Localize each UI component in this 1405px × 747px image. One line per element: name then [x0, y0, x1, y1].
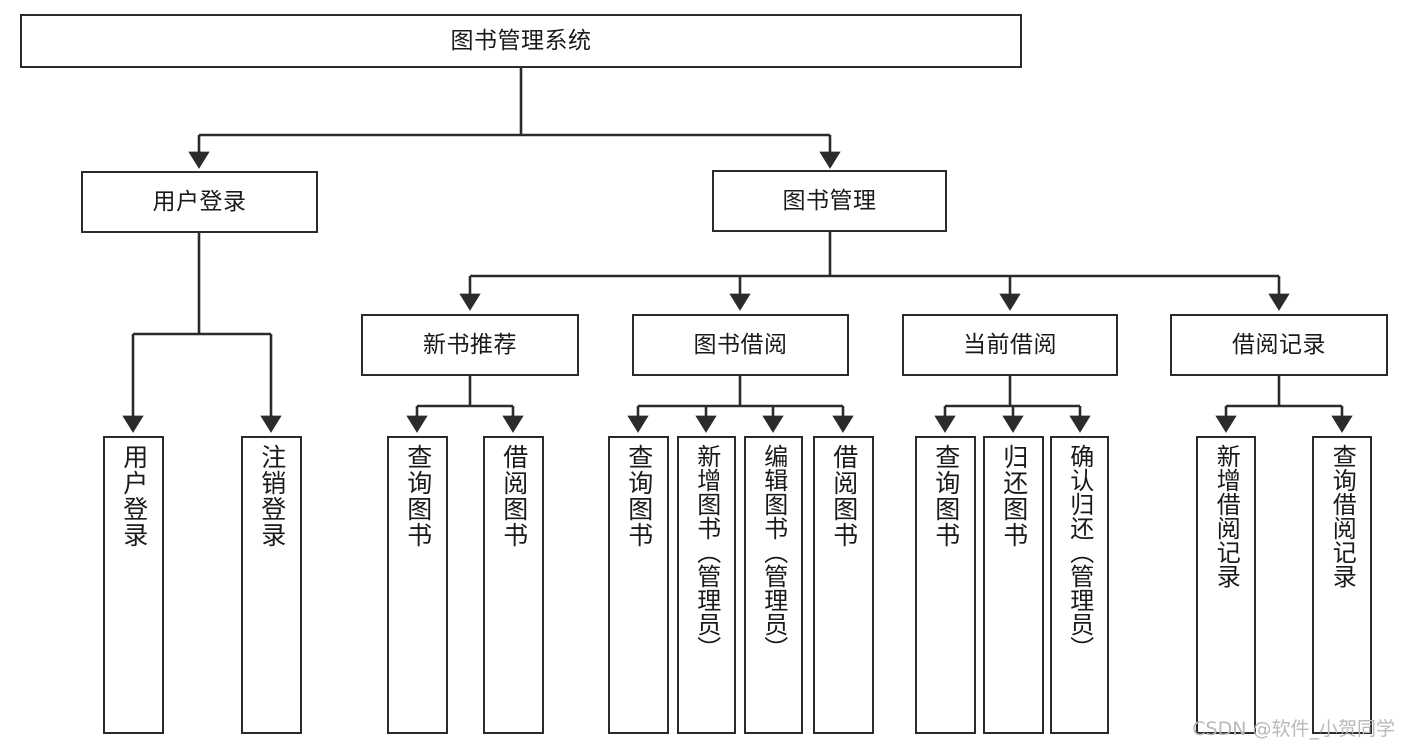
- node-leaf-edit-book-label: 编辑图书（管理员）: [759, 444, 788, 660]
- node-leaf-query-record[interactable]: 查询借阅记录: [1312, 436, 1372, 734]
- node-leaf-query-book-2-label: 查询图书: [624, 444, 654, 548]
- node-leaf-edit-book[interactable]: 编辑图书（管理员）: [744, 436, 803, 734]
- node-user-login[interactable]: 用户登录: [81, 171, 318, 233]
- node-leaf-query-book-1[interactable]: 查询图书: [387, 436, 448, 734]
- node-leaf-query-book-2[interactable]: 查询图书: [608, 436, 669, 734]
- node-leaf-return-book[interactable]: 归还图书: [983, 436, 1044, 734]
- node-leaf-confirm-return-label: 确认归还（管理员）: [1065, 444, 1094, 660]
- node-new-book-recommend[interactable]: 新书推荐: [361, 314, 579, 376]
- node-leaf-borrow-book-1-label: 借阅图书: [499, 444, 529, 548]
- node-leaf-logout-label: 注销登录: [257, 444, 287, 548]
- node-leaf-query-book-3[interactable]: 查询图书: [915, 436, 976, 734]
- node-leaf-query-record-label: 查询借阅记录: [1328, 444, 1357, 588]
- node-book-borrow[interactable]: 图书借阅: [632, 314, 849, 376]
- node-leaf-confirm-return[interactable]: 确认归还（管理员）: [1050, 436, 1109, 734]
- node-book-manage-label: 图书管理: [782, 187, 877, 214]
- node-borrow-record[interactable]: 借阅记录: [1170, 314, 1388, 376]
- node-leaf-add-book-label: 新增图书（管理员）: [692, 444, 721, 660]
- node-leaf-query-book-1-label: 查询图书: [403, 444, 433, 548]
- node-leaf-user-login-label: 用户登录: [119, 444, 149, 548]
- node-borrow-record-label: 借阅记录: [1232, 331, 1326, 358]
- node-current-borrow-label: 当前借阅: [963, 331, 1057, 358]
- node-leaf-logout[interactable]: 注销登录: [241, 436, 302, 734]
- node-leaf-borrow-book-2[interactable]: 借阅图书: [813, 436, 874, 734]
- node-leaf-return-book-label: 归还图书: [999, 444, 1029, 548]
- node-book-borrow-label: 图书借阅: [693, 331, 788, 358]
- node-current-borrow[interactable]: 当前借阅: [902, 314, 1118, 376]
- node-leaf-add-record-label: 新增借阅记录: [1212, 444, 1241, 588]
- node-leaf-query-book-3-label: 查询图书: [931, 444, 961, 548]
- node-new-book-recommend-label: 新书推荐: [423, 331, 517, 358]
- node-leaf-user-login[interactable]: 用户登录: [103, 436, 164, 734]
- node-leaf-add-record[interactable]: 新增借阅记录: [1196, 436, 1256, 734]
- node-user-login-label: 用户登录: [152, 188, 247, 215]
- node-leaf-borrow-book-1[interactable]: 借阅图书: [483, 436, 544, 734]
- node-book-manage[interactable]: 图书管理: [712, 170, 947, 232]
- node-leaf-add-book[interactable]: 新增图书（管理员）: [677, 436, 736, 734]
- csdn-watermark: CSDN @软件_小贺同学: [1192, 718, 1395, 740]
- node-root-label: 图书管理系统: [450, 27, 592, 54]
- node-leaf-borrow-book-2-label: 借阅图书: [829, 444, 859, 548]
- node-root[interactable]: 图书管理系统: [20, 14, 1022, 68]
